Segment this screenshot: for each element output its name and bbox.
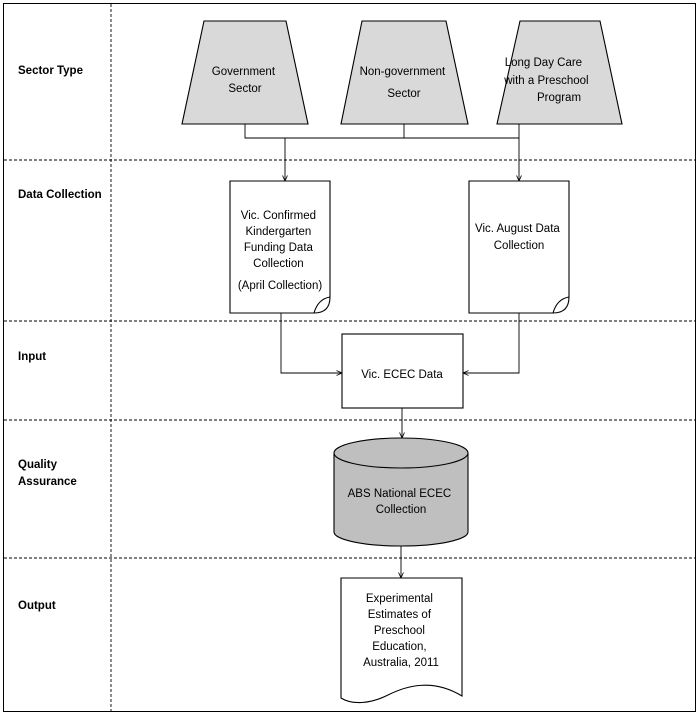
long-day-care-label: Long Day Care with a Preschool Program [503, 57, 592, 104]
government-sector-shape [181, 20, 309, 125]
vic-confirmed-document [229, 180, 331, 314]
lane-label-data-collection: Data Collection [18, 189, 102, 201]
lane-label-input: Input [18, 351, 46, 363]
abs-national-label: ABS National ECEC Collection [348, 488, 455, 516]
vic-august-document [468, 180, 570, 314]
lane-label-sector-type: Sector Type [18, 65, 83, 77]
vic-ecec-data-label: Vic. ECEC Data [361, 369, 443, 381]
lane-label-output: Output [18, 600, 56, 612]
vic-confirmed-label: Vic. Confirmed Kindergarten Funding Data… [238, 210, 323, 292]
non-government-sector-shape [340, 20, 469, 125]
connectors [244, 124, 519, 578]
long-day-care-shape [496, 20, 623, 125]
lane-label-quality-assurance: Quality Assurance [18, 459, 77, 488]
abs-national-database [333, 437, 469, 547]
vic-ecec-data-box [341, 333, 464, 409]
non-government-sector-label: Non-government Sector [360, 66, 449, 100]
experimental-estimates-label: Experimental Estimates of Preschool Educ… [363, 593, 439, 669]
government-sector-label: Government Sector [212, 66, 278, 95]
outer-frame [3, 3, 696, 712]
experimental-estimates-document [340, 577, 463, 704]
vic-august-label: Vic. August Data Collection [475, 223, 563, 252]
